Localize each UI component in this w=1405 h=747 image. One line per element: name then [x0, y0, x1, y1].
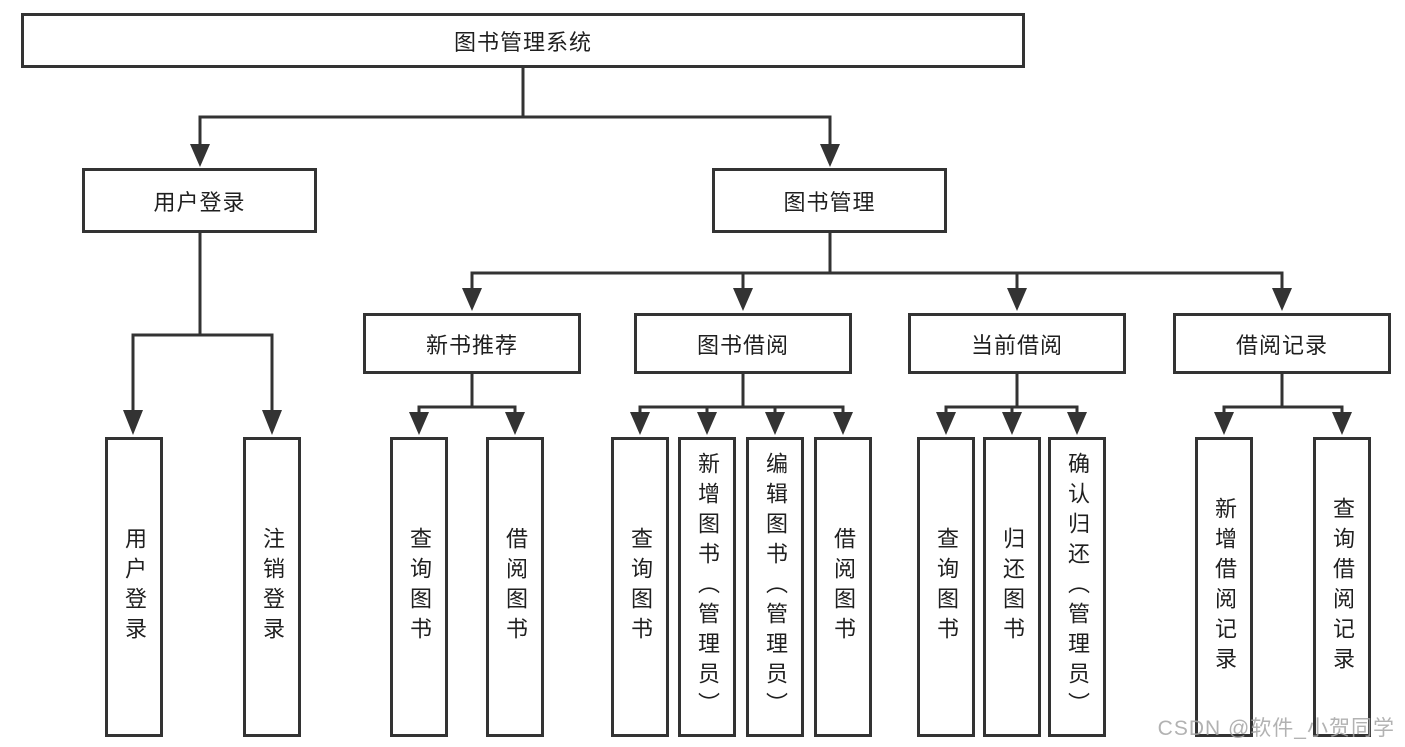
node-new-book-recommend-label: 新书推荐 — [425, 332, 518, 358]
leaf-current-return-book: 归还图书 — [983, 437, 1041, 737]
leaf-current-return-book-label: 归还图书 — [1000, 527, 1025, 647]
node-current-borrow-label: 当前借阅 — [970, 332, 1063, 358]
node-new-book-recommend: 新书推荐 — [363, 313, 581, 374]
leaf-current-query-book-label: 查询图书 — [934, 527, 959, 647]
leaf-borrow-query-book-label: 查询图书 — [628, 527, 653, 647]
leaf-borrow-add-book-admin-label: 新增图书（管理员） — [695, 452, 720, 722]
leaf-borrow-edit-book-admin-label: 编辑图书（管理员） — [763, 452, 788, 722]
leaf-borrow-add-book-admin: 新增图书（管理员） — [678, 437, 736, 737]
node-current-borrow: 当前借阅 — [908, 313, 1126, 374]
leaf-user-login: 用户登录 — [105, 437, 163, 737]
connector-lines — [131, 66, 1344, 414]
leaf-recommend-query-book: 查询图书 — [390, 437, 448, 737]
node-user-login: 用户登录 — [82, 168, 317, 233]
node-root-label: 图书管理系统 — [453, 29, 592, 55]
leaf-current-query-book: 查询图书 — [917, 437, 975, 737]
leaf-record-query-record-label: 查询借阅记录 — [1330, 497, 1355, 677]
node-borrow-record: 借阅记录 — [1173, 313, 1391, 374]
leaf-record-query-record: 查询借阅记录 — [1313, 437, 1371, 737]
node-root: 图书管理系统 — [21, 13, 1025, 68]
leaf-recommend-borrow-book: 借阅图书 — [486, 437, 544, 737]
node-book-borrow-label: 图书借阅 — [696, 332, 789, 358]
node-book-borrow: 图书借阅 — [634, 313, 852, 374]
leaf-borrow-edit-book-admin: 编辑图书（管理员） — [746, 437, 804, 737]
leaf-record-add-record-label: 新增借阅记录 — [1212, 497, 1237, 677]
leaf-record-add-record: 新增借阅记录 — [1195, 437, 1253, 737]
leaf-logout-label: 注销登录 — [260, 527, 285, 647]
node-book-manage: 图书管理 — [712, 168, 947, 233]
leaf-borrow-borrow-book-label: 借阅图书 — [831, 527, 856, 647]
node-borrow-record-label: 借阅记录 — [1235, 332, 1328, 358]
leaf-current-confirm-return-admin: 确认归还（管理员） — [1048, 437, 1106, 737]
leaf-recommend-borrow-book-label: 借阅图书 — [503, 527, 528, 647]
node-user-login-label: 用户登录 — [153, 189, 246, 215]
leaf-current-confirm-return-admin-label: 确认归还（管理员） — [1065, 452, 1090, 722]
leaf-borrow-borrow-book: 借阅图书 — [814, 437, 872, 737]
connector-arrowheads — [123, 144, 1352, 435]
csdn-watermark: CSDN @软件_小贺同学 — [1157, 717, 1395, 740]
leaf-recommend-query-book-label: 查询图书 — [407, 527, 432, 647]
node-book-manage-label: 图书管理 — [783, 189, 876, 215]
leaf-logout: 注销登录 — [243, 437, 301, 737]
leaf-borrow-query-book: 查询图书 — [611, 437, 669, 737]
leaf-user-login-label: 用户登录 — [122, 527, 147, 647]
